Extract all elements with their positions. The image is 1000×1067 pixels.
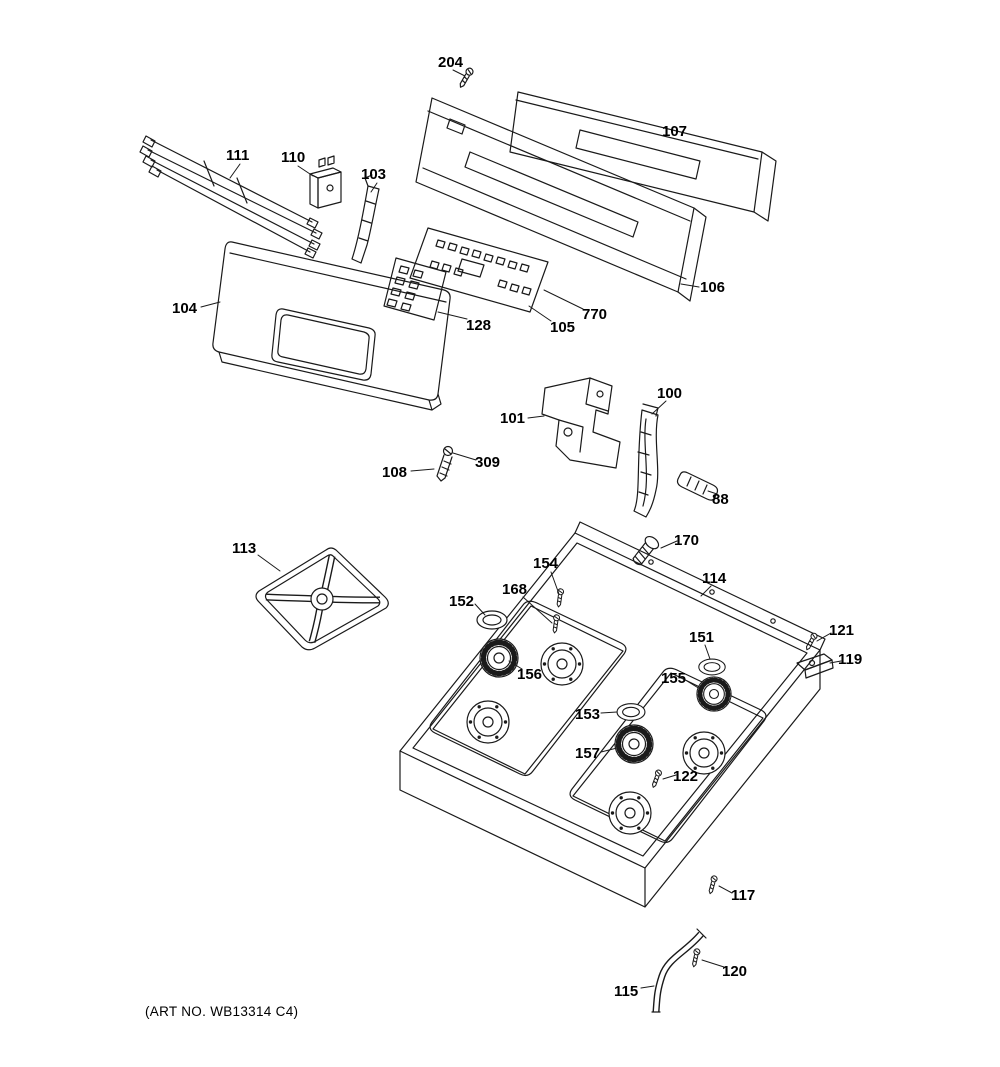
part-104-control-panel [212,241,451,411]
part-label-122: 122 [673,768,699,785]
part-label-157: 157 [575,745,601,762]
part-label-108: 108 [382,464,408,481]
part-label-170: 170 [674,532,700,549]
part-156-burner [480,639,518,677]
part-label-152: 152 [449,593,475,610]
part-120-screw [690,947,701,968]
part-label-168: 168 [502,581,528,598]
part-label-309: 309 [475,454,501,471]
part-label-121: 121 [829,622,855,639]
part-label-114: 114 [702,570,727,587]
part-152-burner-cap [476,610,508,630]
part-label-770: 770 [582,306,608,323]
part-label-154: 154 [533,555,559,572]
part-110-switch [309,155,342,209]
part-label-120: 120 [722,963,748,980]
part-105-control-board [409,227,549,313]
part-114-cooktop [399,521,826,908]
part-label-117: 117 [731,887,756,904]
part-106-manifold-panel [415,97,707,302]
part-label-88: 88 [712,491,729,508]
part-157-burner [615,725,653,763]
part-115-tube [651,928,707,1013]
part-label-105: 105 [550,319,576,336]
part-label-128: 128 [466,317,492,334]
part-label-119: 119 [838,651,863,668]
part-111-wire-harness [139,135,323,259]
part-label-113: 113 [232,540,257,557]
part-103-bracket [351,174,380,264]
leader-lines [200,69,842,989]
part-100-bracket [633,403,659,518]
part-170-screw [632,535,660,566]
part-155-burner [697,677,731,711]
part-label-151: 151 [689,629,715,646]
part-309-screw [436,445,454,482]
part-label-111: 111 [226,147,250,164]
part-label-204: 204 [438,54,464,71]
part-label-106: 106 [700,279,726,296]
part-label-100: 100 [657,385,683,402]
part-label-153: 153 [575,706,601,723]
part-label-155: 155 [661,670,687,687]
part-88-roller [676,471,719,501]
part-119-bracket [796,653,834,679]
part-label-101: 101 [500,410,526,427]
part-label-110: 110 [281,149,306,166]
part-label-104: 104 [172,300,198,317]
part-153-burner-cap [616,703,646,721]
part-128-keypad [383,257,447,321]
part-122-screw [649,768,663,789]
part-154-screw [555,587,565,608]
part-101-bracket [541,377,621,469]
part-label-103: 103 [361,166,387,183]
part-151-burner-cap [698,658,726,676]
part-113-grate [255,547,389,651]
part-label-107: 107 [662,123,688,140]
part-label-115: 115 [614,983,639,1000]
part-label-156: 156 [517,666,543,683]
art-number: (ART NO. WB13314 C4) [145,1004,299,1019]
part-117-screw [706,874,719,895]
